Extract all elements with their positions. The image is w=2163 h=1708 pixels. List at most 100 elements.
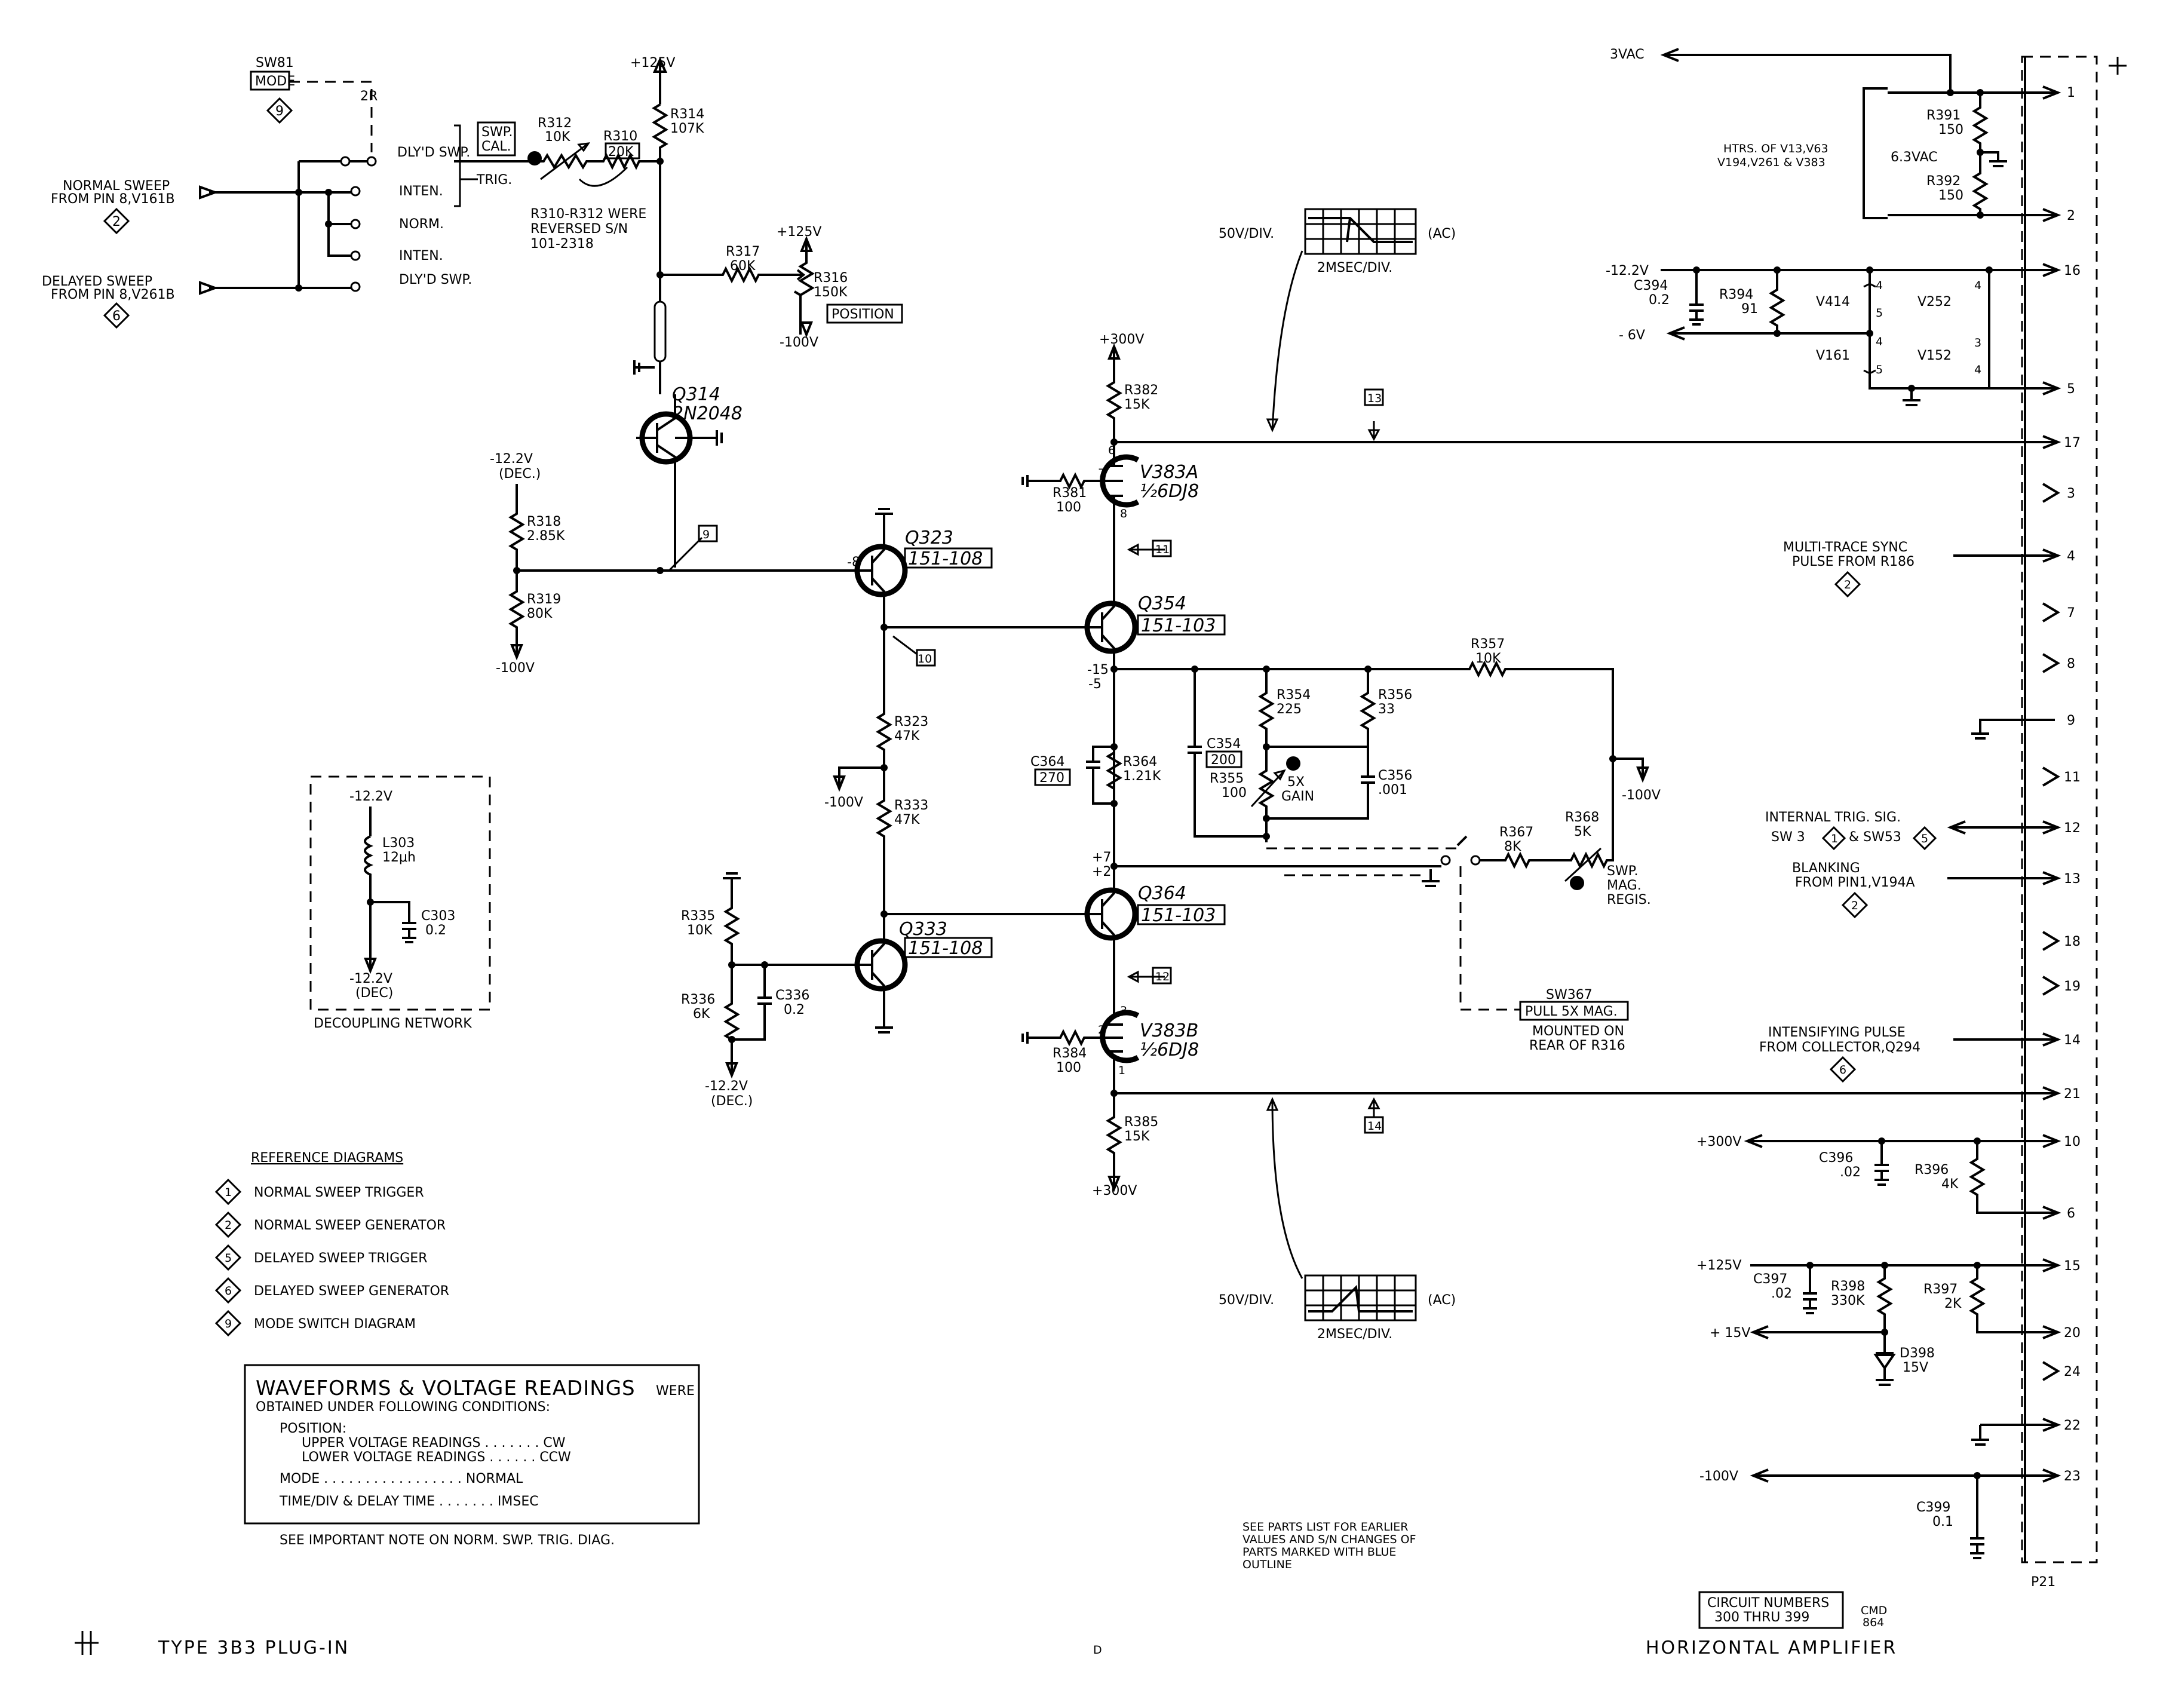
trig-label: TRIG.	[476, 173, 512, 188]
v383a-label: V383A	[1140, 462, 1198, 483]
pin-number: 9	[2067, 713, 2075, 728]
v383a-pin6: 6	[1108, 444, 1115, 457]
waveform-top-tdiv: 2MSEC/DIV.	[1317, 260, 1392, 275]
r364-value: 1.21K	[1123, 769, 1161, 784]
c354-value: 200	[1211, 753, 1236, 768]
q364-emitter-v1: +7	[1092, 850, 1111, 865]
normal-sweep-ref: 2	[112, 214, 121, 229]
c396-value: .02	[1840, 1165, 1861, 1180]
reference-item: 1 NORMAL SWEEP TRIGGER	[214, 1178, 424, 1206]
q354-emitter-v1: -15	[1087, 663, 1109, 677]
waveform-top-vdiv: 50V/DIV.	[1219, 226, 1274, 241]
r318-r319-divider: -12.2V (DEC.) R318 2.85K R319 80K -100V …	[490, 452, 860, 676]
sw81-pos-3: NORM.	[399, 217, 444, 232]
reference-item: 6 DELAYED SWEEP GENERATOR	[214, 1277, 449, 1304]
mode-switch-sw81: SW81 MODE 9 2R DLY'D SWP. INTEN. NORM. I…	[199, 56, 512, 295]
multi-sync-1: MULTI-TRACE SYNC	[1783, 540, 1907, 555]
conditions-time: TIME/DIV & DELAY TIME . . . . . . . IMSE…	[279, 1494, 539, 1509]
r392-value: 150	[1938, 188, 1963, 203]
c397-label: C397	[1753, 1272, 1787, 1287]
q333-type: 151-108	[908, 938, 983, 959]
q364-v383b-stage: Q364 151-103 12 3 2 1 R384 100 V383B ½6D…	[1021, 388, 2061, 1198]
r392-label: R392	[1926, 174, 1960, 189]
intens-2: FROM COLLECTOR,Q294	[1759, 1040, 1920, 1055]
svg-text:MODE SWITCH DIAGRAM: MODE SWITCH DIAGRAM	[254, 1317, 416, 1332]
cmd-number: 864	[1863, 1616, 1884, 1629]
decoupling-top-rail: -12.2V	[349, 789, 392, 804]
rail-m100-right: -100V	[1699, 1469, 1738, 1484]
l303-value: 12μh	[382, 850, 416, 865]
reference-diagrams: REFERENCE DIAGRAMS 1 NORMAL SWEEP TRIGGE…	[214, 1151, 449, 1337]
svg-text:NORMAL SWEEP TRIGGER: NORMAL SWEEP TRIGGER	[254, 1185, 424, 1200]
rail-125v-top: +125V	[630, 56, 675, 70]
c394-value: 0.2	[1649, 293, 1670, 308]
blanking-ref: 2	[1851, 899, 1858, 912]
pin-numbers: 1 2 16 5 17 3 4 7 8 9 11 12 13 18 19 14 …	[2064, 85, 2081, 1484]
v414-label: V414	[1816, 295, 1850, 309]
test-point-11: 11	[1155, 543, 1170, 556]
conditions-note: SEE IMPORTANT NOTE ON NORM. SWP. TRIG. D…	[280, 1533, 615, 1548]
normal-sweep-source: FROM PIN 8,V161B	[51, 192, 175, 207]
heater-network: 3VAC R391 150 R392 150 6.3VAC HTRS. OF V…	[1610, 47, 2061, 222]
r391-value: 150	[1938, 122, 1963, 137]
r384-value: 100	[1056, 1060, 1081, 1075]
connector-p21: P21	[2021, 56, 2098, 1590]
r368-label: R368	[1565, 810, 1599, 825]
v383a-q354-stage: +300V R382 15K 6 7 8 R381 100 V383A ½6DJ…	[1021, 332, 2061, 692]
d398-label: D398	[1900, 1346, 1935, 1361]
pin-number: 24	[2064, 1364, 2081, 1379]
sw81-label: SW81	[256, 56, 294, 70]
cmd-label: CMD	[1861, 1604, 1887, 1617]
test-point-12: 12	[1155, 970, 1170, 983]
pin-number: 10	[2064, 1134, 2081, 1149]
rail-125v-right: +125V	[1696, 1258, 1741, 1273]
sw367-pull: PULL 5X MAG.	[1525, 1004, 1618, 1019]
swp-cal-box-1: SWP.	[481, 125, 513, 140]
p21-label: P21	[2031, 1575, 2055, 1590]
v383b-pin2: 2	[1098, 1023, 1105, 1037]
rail-300v-bottom: +300V	[1092, 1183, 1137, 1198]
reference-item: 2 NORMAL SWEEP GENERATOR	[214, 1211, 446, 1238]
swap-note-1: R310-R312 WERE	[530, 207, 646, 222]
rail-m100-r357: -100V	[1622, 788, 1661, 803]
svg-text:2: 2	[225, 1219, 232, 1232]
c399-label: C399	[1916, 1500, 1950, 1515]
pin-number: 17	[2064, 436, 2081, 450]
rail-m6v: - 6V	[1619, 328, 1645, 343]
pin-number: 20	[2064, 1326, 2081, 1341]
footer-center: D	[1093, 1643, 1102, 1657]
v161-label: V161	[1816, 348, 1850, 363]
rail-125v-r316: +125V	[777, 225, 821, 240]
r384-label: R384	[1053, 1046, 1087, 1061]
waveform-bottom: 50V/DIV. (AC) 2MSEC/DIV.	[1219, 1097, 1456, 1342]
swp-cal-network: SWP. CAL. R312 10K R310 20K R310-R312 WE…	[454, 116, 663, 252]
v383b-pin1: 1	[1118, 1064, 1125, 1077]
q354-label: Q354	[1138, 593, 1186, 614]
r335-value: 10K	[687, 923, 713, 938]
r314-label: R314	[670, 107, 704, 122]
q323-label: Q323	[905, 528, 953, 548]
r382-label: R382	[1124, 383, 1158, 398]
svg-text:5: 5	[225, 1252, 232, 1265]
r355-label: R355	[1210, 771, 1244, 786]
gain-5x: 5X	[1287, 775, 1305, 790]
r397-value: 2K	[1944, 1296, 1962, 1311]
conditions-subtitle: OBTAINED UNDER FOLLOWING CONDITIONS:	[256, 1400, 550, 1415]
rail-3vac: 3VAC	[1610, 47, 1645, 62]
r310-label: R310	[603, 129, 637, 144]
c336-value: 0.2	[784, 1002, 805, 1017]
pin-number: 5	[2067, 382, 2075, 397]
r318-value: 2.85K	[527, 529, 565, 544]
r367-label: R367	[1499, 825, 1533, 840]
q364-emitter-v2: +2	[1092, 864, 1111, 879]
r356-label: R356	[1378, 688, 1412, 703]
sw81-mode-label: MODE	[255, 74, 295, 89]
r394-label: R394	[1719, 287, 1753, 302]
rail-m122-r318: -12.2V	[490, 452, 533, 467]
r396-label: R396	[1915, 1163, 1949, 1177]
conditions-box: WAVEFORMS & VOLTAGE READINGS WERE OBTAIN…	[244, 1364, 700, 1548]
circuit-numbers-line1: CIRCUIT NUMBERS	[1707, 1596, 1829, 1611]
d398-value: 15V	[1903, 1360, 1928, 1375]
rail-m122-q333: -12.2V	[705, 1079, 748, 1094]
